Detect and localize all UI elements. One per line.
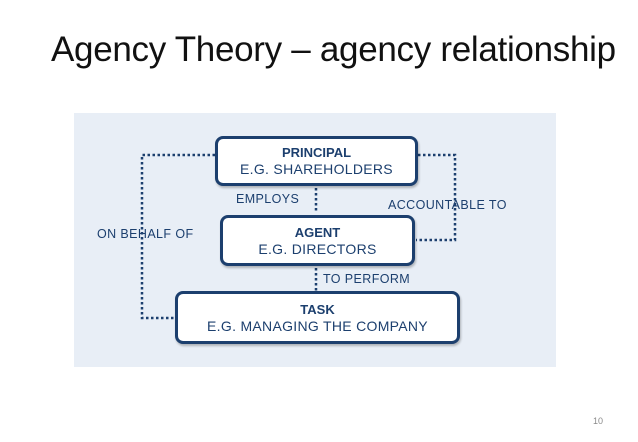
page-number: 10 (593, 416, 604, 426)
employs-label: EMPLOYS (236, 192, 300, 206)
task-example: E.G. MANAGING THE COMPANY (207, 318, 428, 334)
on-behalf-connector (140, 153, 215, 320)
accountable-connector (416, 153, 457, 242)
agent-heading: AGENT (294, 225, 341, 240)
agent-example: E.G. DIRECTORS (258, 241, 377, 257)
agent-box: AGENT E.G. DIRECTORS (220, 215, 415, 266)
on-behalf-label: ON BEHALF OF (97, 227, 194, 241)
to-perform-label: TO PERFORM (323, 272, 411, 286)
principal-heading: PRINCIPAL (281, 145, 352, 160)
principal-box: PRINCIPAL E.G. SHAREHOLDERS (215, 136, 418, 186)
task-box: TASK E.G. MANAGING THE COMPANY (175, 291, 460, 344)
slide-title: Agency Theory – agency relationship (51, 30, 616, 69)
accountable-label: ACCOUNTABLE TO (388, 198, 507, 212)
principal-example: E.G. SHAREHOLDERS (240, 161, 393, 177)
task-heading: TASK (300, 302, 335, 317)
